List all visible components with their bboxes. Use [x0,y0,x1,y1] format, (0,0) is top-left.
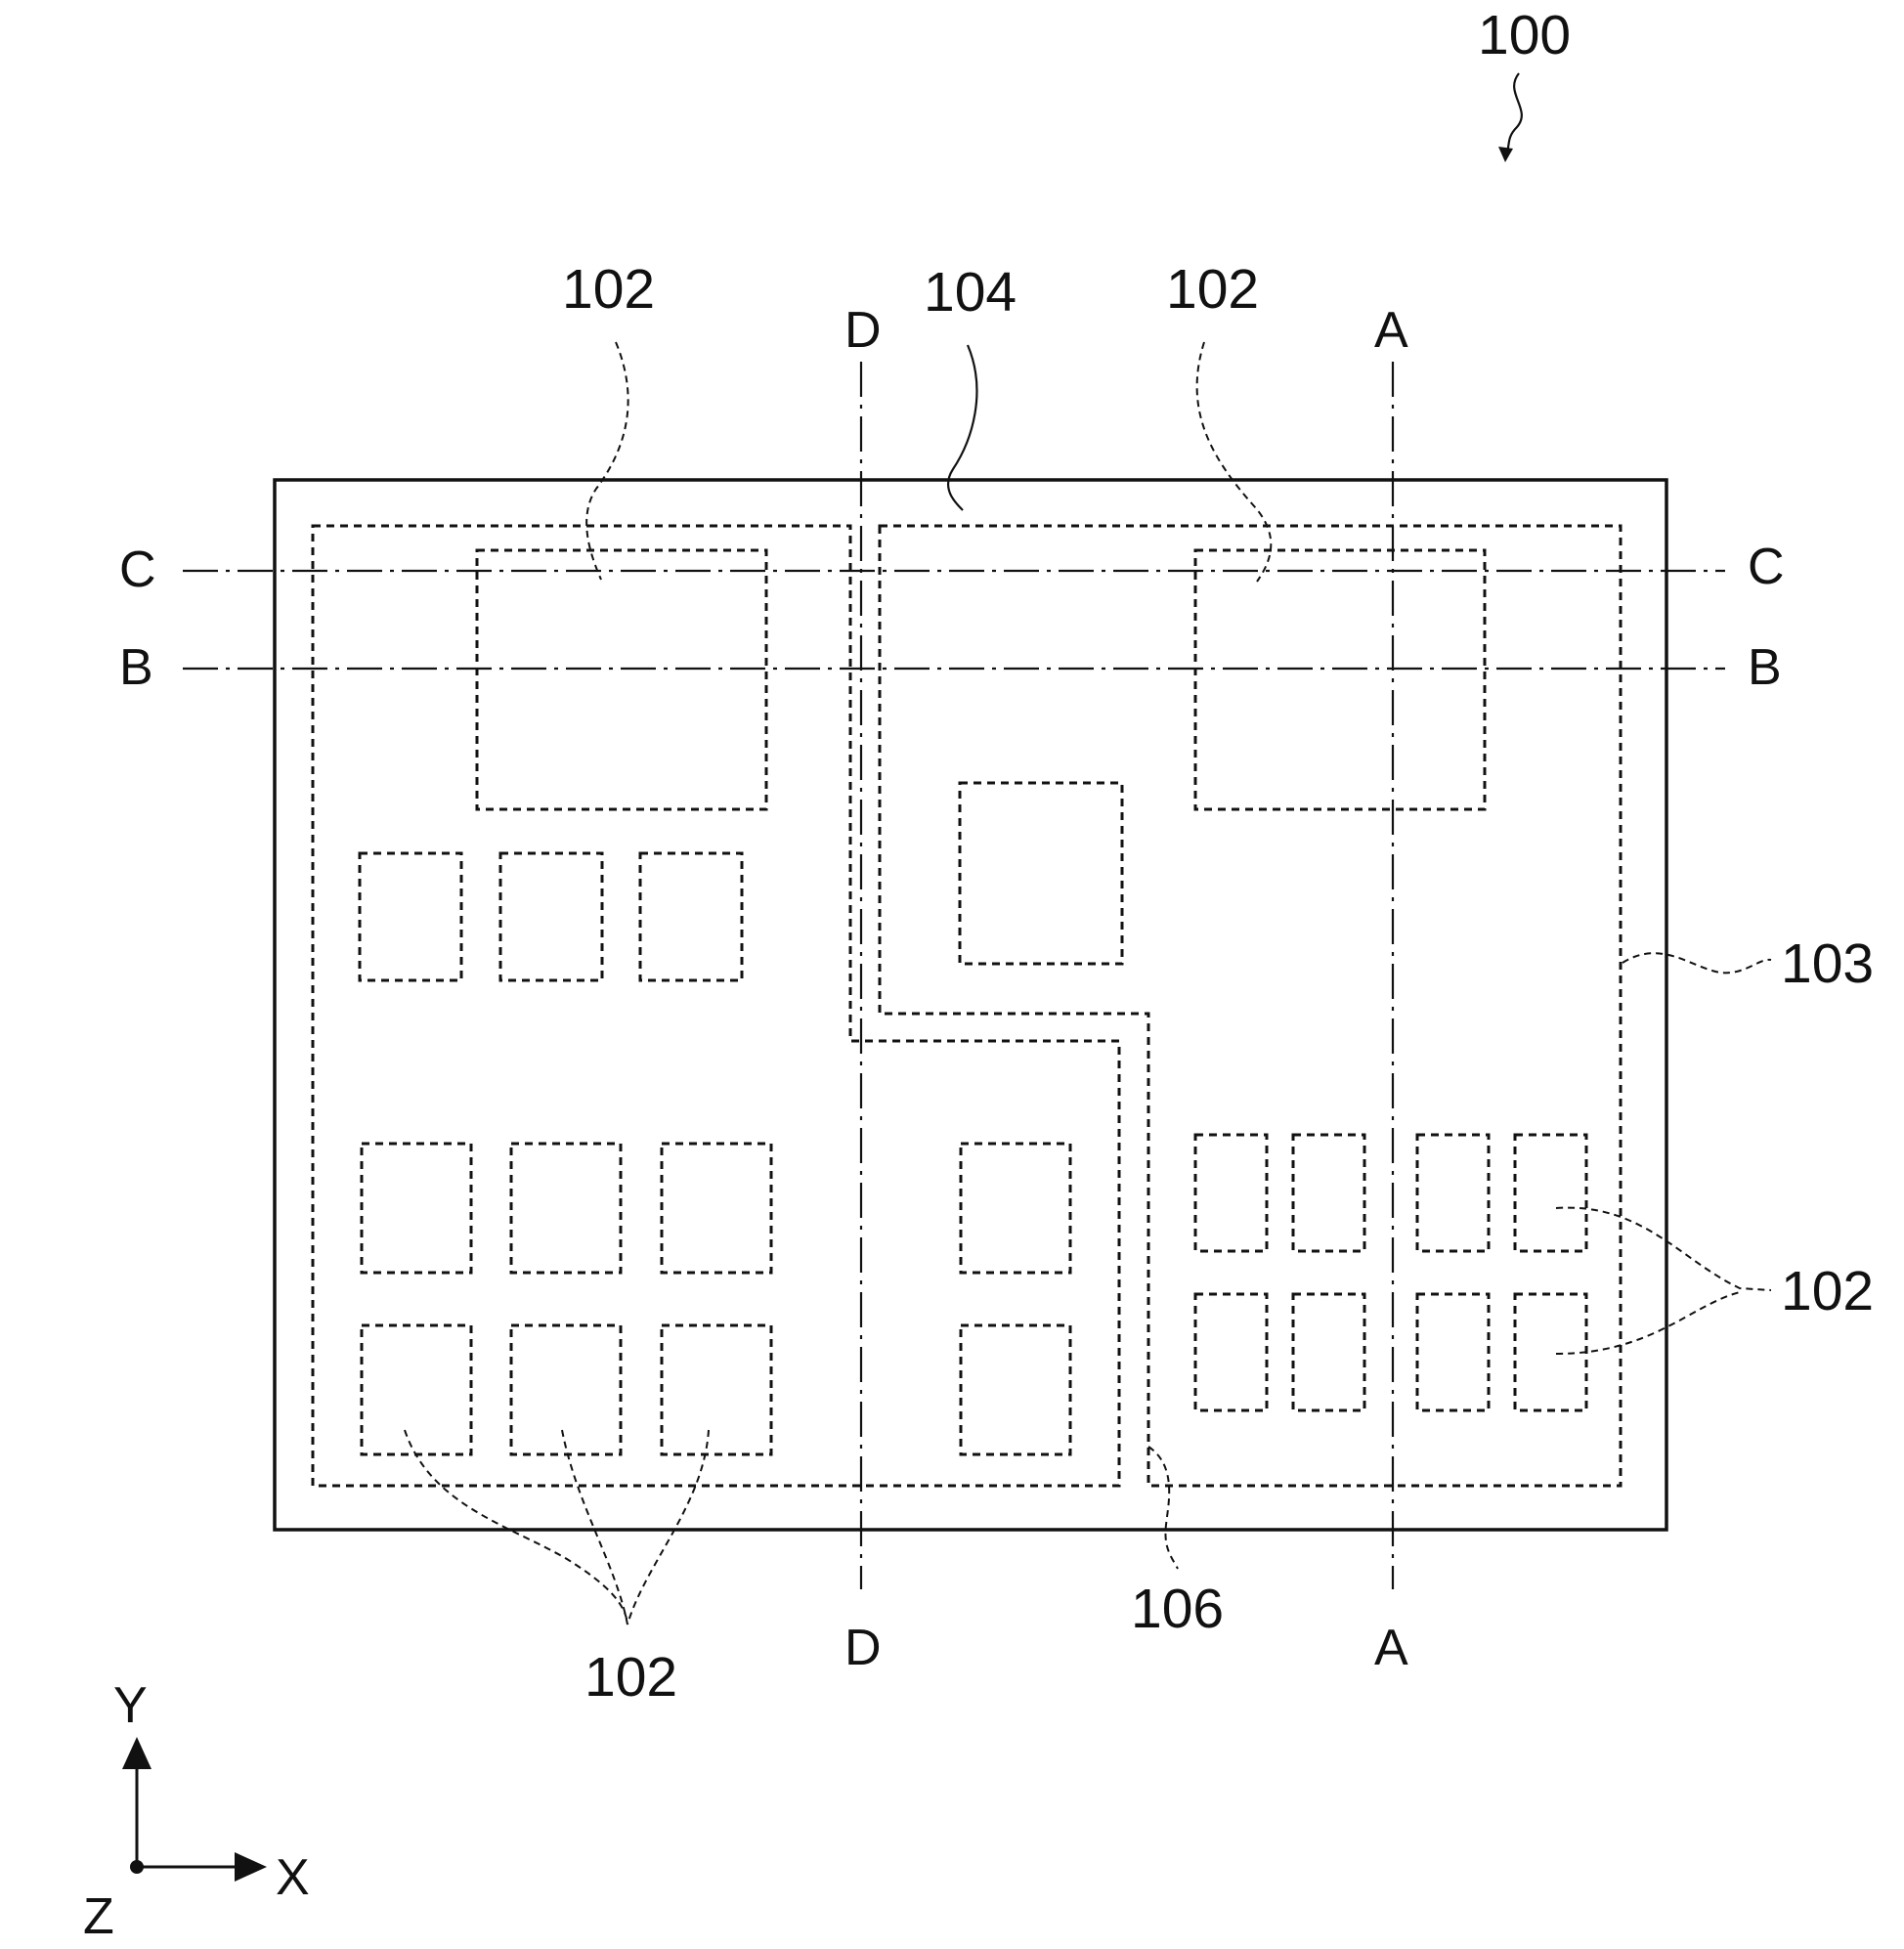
element-block [1293,1135,1364,1251]
section-c-left-letter: C [119,541,156,598]
element-blocks [360,550,1586,1454]
section-a-top-letter: A [1374,302,1408,359]
element-block [1515,1135,1586,1251]
axis-label-y: Y [113,1677,148,1734]
leader-element-right-lower [1556,1292,1740,1354]
chip-region-left [313,526,1119,1486]
label-element-bottom-group: 102 [584,1646,677,1709]
leader-separator-106 [1148,1447,1178,1569]
element-block [662,1144,771,1273]
label-element-right-group: 102 [1781,1260,1874,1322]
element-block [362,1144,471,1273]
section-c-right-letter: C [1748,539,1785,595]
leader-element-bottom-1 [405,1430,627,1624]
element-block [511,1325,621,1454]
label-device-100: 100 [1478,4,1571,66]
arrowhead-device-100 [1498,147,1513,162]
element-block [640,853,742,980]
section-b-right-letter: B [1748,639,1782,696]
element-block [1293,1294,1364,1410]
leader-element-top-left [586,342,627,580]
axis-label-x: X [276,1849,310,1906]
label-separator-106: 106 [1131,1578,1224,1640]
coordinate-axes [130,1752,252,1874]
element-block [662,1325,771,1454]
element-block [1417,1135,1489,1251]
element-block [1195,1294,1267,1410]
element-block [961,1325,1070,1454]
leader-device-100 [1505,73,1522,156]
axis-label-z: Z [83,1888,114,1945]
element-block [477,550,766,809]
chip-region-right [880,526,1621,1486]
leader-element-bottom-3 [627,1430,709,1624]
element-block [362,1325,471,1454]
label-element-top-right: 102 [1166,258,1259,321]
label-element-top-left: 102 [562,258,655,321]
leader-element-right-upper [1556,1208,1771,1290]
leader-chip-region-103 [1623,953,1771,973]
element-block [1515,1294,1586,1410]
element-block [1417,1294,1489,1410]
leader-element-top-right [1197,342,1272,582]
section-d-top-letter: D [844,302,882,359]
substrate-outline [275,480,1666,1530]
element-block [511,1144,621,1273]
label-substrate-104: 104 [924,261,1017,324]
element-block [961,1144,1070,1273]
label-chip-region-103: 103 [1781,932,1874,995]
section-b-left-letter: B [119,639,153,696]
element-block [360,853,461,980]
leader-substrate-104 [948,345,976,510]
element-block [1195,550,1485,809]
leader-element-bottom-2 [562,1430,627,1624]
z-axis-origin-dot [130,1860,144,1874]
element-block [500,853,602,980]
element-block [1195,1135,1267,1251]
section-d-bottom-letter: D [844,1620,882,1676]
element-block [960,783,1122,964]
section-a-bottom-letter: A [1374,1620,1408,1676]
